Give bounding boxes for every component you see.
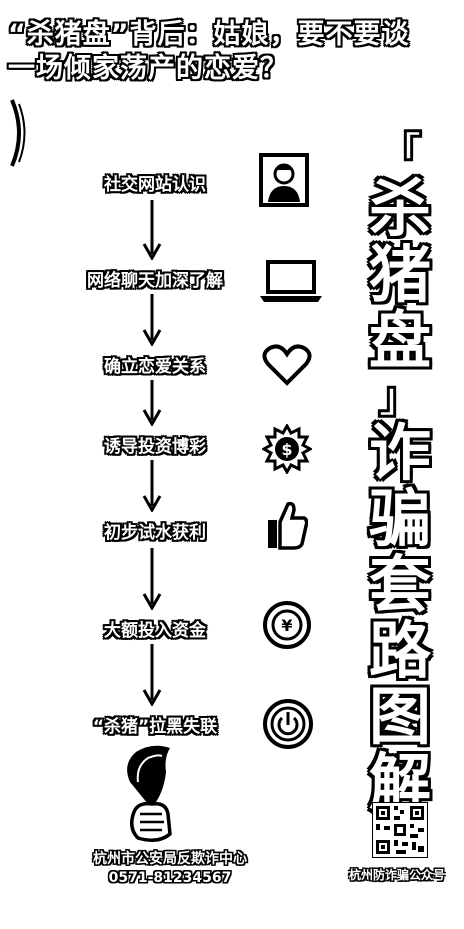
step-label: 诱导投资博彩 bbox=[104, 437, 206, 457]
step-label: 大额投入资金 bbox=[104, 621, 206, 641]
open-bracket: 『 bbox=[377, 126, 423, 180]
title-char: 套 bbox=[368, 548, 431, 621]
footer-organization: 杭州市公安局反欺诈中心 0571-81234567 bbox=[60, 850, 280, 888]
step-6: 大额投入资金 bbox=[50, 616, 260, 641]
step-3: 确立恋爱关系 bbox=[50, 352, 260, 377]
down-arrow-icon bbox=[142, 200, 162, 260]
power-off-icon bbox=[263, 699, 313, 749]
down-arrow-icon bbox=[142, 380, 162, 426]
header: “杀猪盘”背后：姑娘，要不要谈 一场倾家荡产的恋爱？ bbox=[8, 18, 456, 86]
close-bracket: 』 bbox=[377, 370, 423, 424]
headline-line-1: “杀猪盘”背后：姑娘，要不要谈 bbox=[8, 19, 410, 50]
phone-number: 0571-81234567 bbox=[108, 870, 232, 886]
step-label: 社交网站认识 bbox=[104, 175, 206, 195]
dollar-badge-icon: $ bbox=[262, 424, 312, 474]
title-char: 猪 bbox=[368, 238, 431, 311]
title-char: 图 bbox=[368, 680, 431, 753]
knife-in-hand-icon bbox=[127, 745, 172, 842]
step-4: 诱导投资博彩 bbox=[50, 432, 260, 457]
step-7: “杀猪”拉黑失联 bbox=[50, 712, 260, 737]
title-char: 杀 bbox=[368, 172, 431, 245]
step-label: 网络聊天加深了解 bbox=[87, 271, 223, 291]
title-char: 路 bbox=[368, 614, 431, 687]
down-arrow-icon bbox=[142, 460, 162, 512]
title-char: 诈 bbox=[368, 416, 431, 489]
step-5: 初步试水获利 bbox=[50, 518, 260, 543]
svg-text:$: $ bbox=[281, 440, 292, 459]
title-char: 骗 bbox=[368, 482, 431, 555]
money-coin-icon: ¥ bbox=[263, 601, 311, 649]
organization-name: 杭州市公安局反欺诈中心 bbox=[93, 851, 247, 867]
svg-text:¥: ¥ bbox=[281, 616, 292, 635]
qr-label: 杭州防诈骗公众号 bbox=[348, 868, 445, 882]
step-label: “杀猪”拉黑失联 bbox=[92, 717, 218, 737]
down-arrow-icon bbox=[142, 548, 162, 610]
profile-avatar-icon bbox=[259, 153, 309, 207]
qr-code-icon bbox=[372, 802, 428, 858]
thumbs-up-icon bbox=[268, 501, 308, 550]
laptop-icon bbox=[260, 260, 322, 302]
down-arrow-icon bbox=[142, 294, 162, 346]
vertical-title: 『 杀 猪 盘 』 诈 骗 套 路 图 解 bbox=[355, 130, 445, 816]
decorative-bracket-icon bbox=[10, 99, 26, 167]
headline-line-2: 一场倾家荡产的恋爱？ bbox=[8, 53, 288, 84]
step-label: 确立恋爱关系 bbox=[104, 357, 206, 377]
heart-icon bbox=[262, 344, 312, 386]
step-1: 社交网站认识 bbox=[50, 170, 260, 195]
step-label: 初步试水获利 bbox=[104, 523, 206, 543]
step-2: 网络聊天加深了解 bbox=[50, 266, 260, 291]
title-char: 盘 bbox=[368, 304, 431, 377]
down-arrow-icon bbox=[142, 644, 162, 706]
